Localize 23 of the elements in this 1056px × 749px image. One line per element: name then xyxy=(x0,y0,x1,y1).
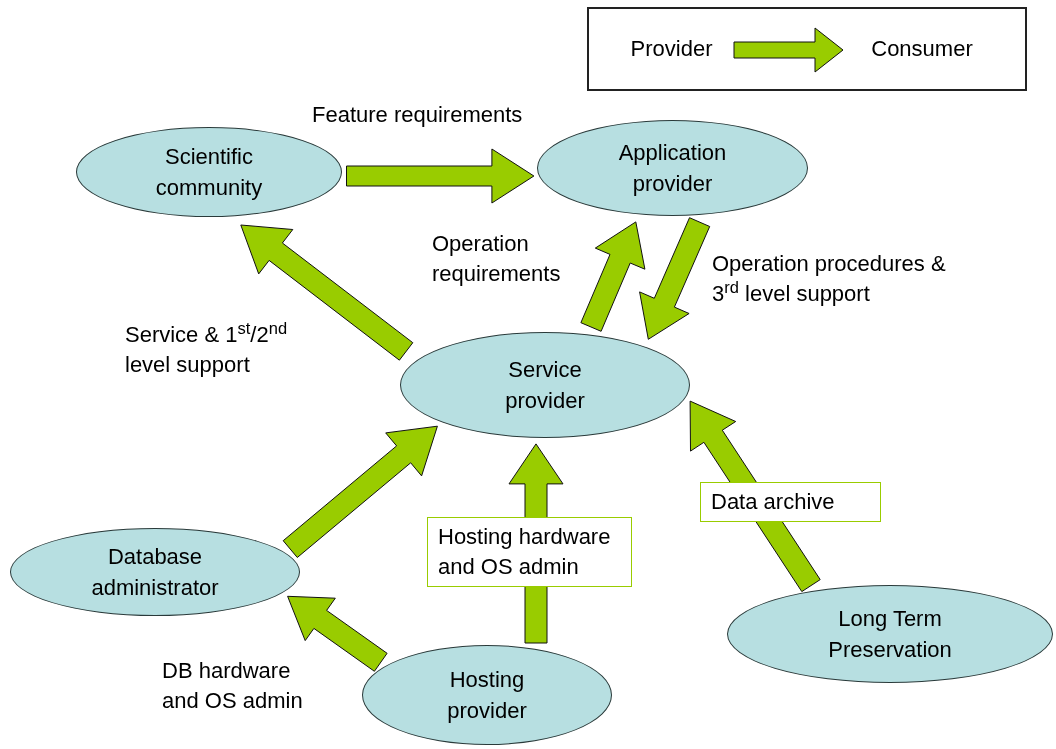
edge-label: DB hardware and OS admin xyxy=(162,657,304,715)
boxed-edge-label: Data archive xyxy=(700,482,881,522)
block-arrow xyxy=(639,217,711,340)
node-label: Hosting provider xyxy=(446,666,528,725)
node-label: Service provider xyxy=(504,356,586,415)
node-label: Database administrator xyxy=(90,543,220,602)
edge-label: Service & 1$^{st}$/2$^{nd}$ level support xyxy=(125,320,289,379)
node-label: Application provider xyxy=(617,139,728,198)
block-arrow xyxy=(240,224,414,361)
edge-label: Feature requirements xyxy=(312,101,524,129)
box-frame xyxy=(587,7,1027,91)
block-arrow xyxy=(282,425,438,558)
edge-label: Operation procedures & 3$^{rd}$ level support xyxy=(712,250,947,308)
block-arrow xyxy=(733,27,844,73)
node-label: Scientific community xyxy=(154,143,264,202)
block-arrow xyxy=(287,595,388,672)
edge-label: Operation requirements xyxy=(432,230,562,288)
legend-label: Provider xyxy=(619,34,724,64)
node-label: Long Term Preservation xyxy=(827,605,953,664)
legend-label: Consumer xyxy=(857,34,987,64)
block-arrow xyxy=(346,148,535,204)
block-arrow xyxy=(580,221,646,332)
boxed-edge-label: Hosting hardware and OS admin xyxy=(427,517,632,587)
